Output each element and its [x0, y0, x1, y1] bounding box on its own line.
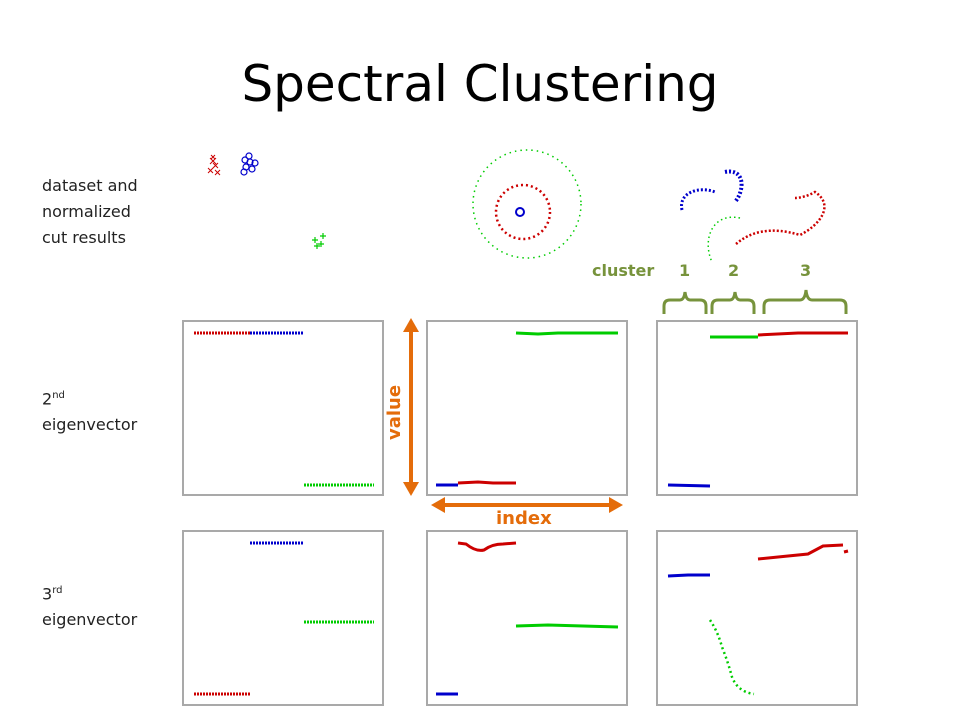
- index-axis-label: index: [496, 508, 552, 529]
- dataset1-green-blob: [312, 233, 326, 249]
- panel-3rd-eig-dataset1-plot: [194, 541, 374, 696]
- dataset2-blue-center: [515, 207, 525, 217]
- row-label-2nd-eigenvector: 2nd eigenvector: [42, 383, 137, 438]
- dataset3-blue-arc1: [680, 188, 716, 211]
- panel-3rd-eig-dataset3: [656, 530, 858, 706]
- row-label-2nd-word: eigenvector: [42, 415, 138, 435]
- cluster-1-brace: [662, 291, 708, 314]
- series-red: [757, 543, 849, 561]
- series-green: [515, 331, 618, 336]
- panel-3rd-eig-dataset2-plot: [436, 541, 619, 696]
- index-arrow-head-left: [431, 497, 445, 513]
- row-label-dataset-line2: normalized: [42, 202, 131, 221]
- row-label-dataset: dataset and normalized cut results: [42, 173, 138, 251]
- panel-2nd-eig-dataset2: [426, 320, 628, 496]
- dataset3-red-curve: [735, 190, 826, 245]
- panel-2nd-eig-dataset2-plot: [436, 331, 618, 487]
- panel-2nd-eig-dataset1-plot: [194, 331, 374, 487]
- panel-3rd-eig-dataset3-plot: [667, 543, 849, 696]
- row-label-3rd-eigenvector: 3rd eigenvector: [42, 578, 137, 633]
- series-blue: [667, 573, 710, 578]
- row-label-3rd-word: eigenvector: [42, 610, 138, 630]
- dataset3-green-arc: [707, 216, 741, 263]
- panel-2nd-eig-dataset1: [182, 320, 384, 496]
- slide-title: Spectral Clustering: [241, 55, 719, 113]
- value-arrow-head-up: [403, 318, 419, 332]
- index-arrow-head-right: [609, 497, 623, 513]
- cluster-id-1: 1: [679, 261, 691, 280]
- row-label-dataset-line3: cut results: [42, 228, 126, 247]
- series-red: [757, 331, 848, 337]
- value-axis-label: value: [384, 384, 405, 440]
- panel-2nd-eig-dataset3: [656, 320, 858, 496]
- dataset3-blue-arc2: [724, 169, 744, 204]
- cluster-3-brace: [762, 289, 848, 314]
- dataset2-red-ring: [494, 183, 552, 241]
- series-blue: [667, 483, 711, 488]
- panel-3rd-eig-dataset1: [182, 530, 384, 706]
- series-red: [457, 541, 517, 552]
- cluster-id-2: 2: [728, 261, 740, 280]
- dataset3-curves: [680, 169, 826, 263]
- dataset1-red-blob: [207, 154, 221, 176]
- series-red: [457, 480, 516, 485]
- row-label-2nd-ordinal: 2nd: [42, 389, 65, 409]
- value-arrow-head-down: [403, 482, 419, 496]
- cluster-label: cluster: [592, 261, 655, 280]
- series-green: [515, 623, 619, 629]
- series-green: [708, 619, 755, 696]
- row-label-3rd-ordinal: 3rd: [42, 584, 63, 604]
- axis-arrows: [403, 318, 623, 513]
- row-label-dataset-line1: dataset and: [42, 176, 138, 195]
- panel-2nd-eig-dataset3-plot: [667, 331, 848, 488]
- panel-3rd-eig-dataset2: [426, 530, 628, 706]
- dataset1-blue-blob: [240, 152, 259, 176]
- dataset1-blobs: [207, 152, 326, 249]
- cluster-2-brace: [710, 291, 756, 314]
- cluster-braces: [662, 289, 848, 314]
- dataset2-green-ring: [472, 149, 582, 259]
- dataset2-rings: [472, 149, 582, 259]
- cluster-id-3: 3: [800, 261, 812, 280]
